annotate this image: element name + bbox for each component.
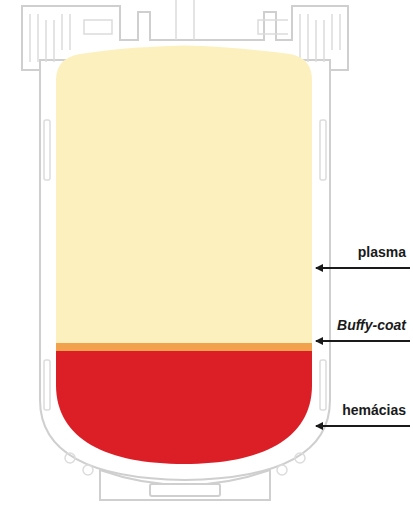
leader-arrows [316,268,410,426]
leader-arrow [316,340,410,342]
buffy-coat-layer [56,343,312,351]
part-label: Buffy-coat [337,317,406,333]
leader-arrow [316,267,410,269]
plasma-layer [56,46,312,346]
part-label: hemácias [342,402,406,418]
bag-housing [22,6,348,500]
bag-details [30,0,340,475]
leader-arrow [316,425,410,427]
part-label: plasma [358,244,406,260]
red-cell-layer [56,351,312,464]
